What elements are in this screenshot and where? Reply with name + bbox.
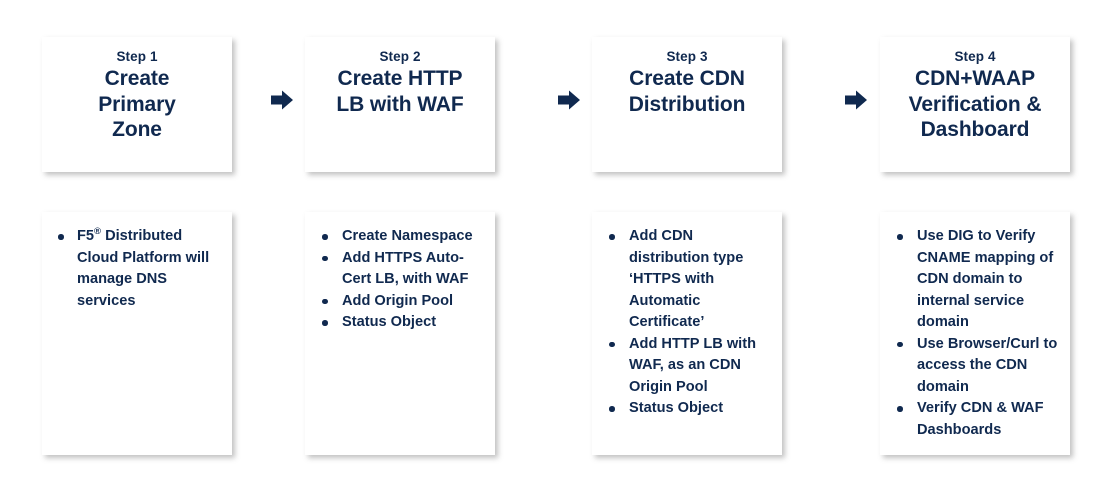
registered-trademark-icon: ® — [94, 226, 102, 238]
bullet-dot-icon — [609, 234, 615, 240]
list-item: Add CDN distribution type ‘HTTPS with Au… — [598, 226, 776, 334]
step-title-line: Create — [104, 67, 170, 90]
list-item: Add HTTPS Auto-Cert LB, with WAF — [311, 248, 489, 291]
step-header-card-2: Step 2 Create HTTP LB with WAF — [305, 37, 495, 172]
bullet-dot-icon — [609, 406, 615, 412]
bullet-dot-icon — [322, 255, 328, 261]
step-bullet-list-4: Use DIG to Verify CNAME mapping of CDN d… — [886, 226, 1064, 441]
bullet-text: Add CDN distribution type ‘HTTPS with Au… — [629, 228, 744, 330]
step-title-line: Dashboard — [920, 118, 1030, 141]
step-label-3: Step 3 — [666, 49, 708, 64]
bullet-text: Use Browser/Curl to access the CDN domai… — [917, 335, 1058, 395]
step-label-4: Step 4 — [954, 49, 996, 64]
bullet-dot-icon — [58, 234, 64, 240]
step-title-line: LB with WAF — [336, 92, 464, 116]
bullet-dot-icon — [322, 320, 328, 326]
list-item: Use DIG to Verify CNAME mapping of CDN d… — [886, 226, 1064, 334]
step-header-card-1: Step 1 Create Primary Zone — [42, 37, 232, 172]
bullet-text-prefix: F5 — [77, 228, 95, 244]
bullet-text: Use DIG to Verify CNAME mapping of CDN d… — [917, 228, 1054, 330]
bullet-dot-icon — [609, 341, 615, 347]
bullet-text: Add HTTP LB with WAF, as an CDN Origin P… — [629, 335, 757, 395]
step-label-1: Step 1 — [116, 49, 158, 64]
bullet-text: Create Namespace — [342, 228, 473, 244]
step-body-card-2: Create Namespace Add HTTPS Auto-Cert LB,… — [305, 212, 495, 455]
list-item: Add Origin Pool — [311, 291, 489, 313]
step-header-card-4: Step 4 CDN+WAAP Verification & Dashboard — [880, 37, 1070, 172]
step-title-line: Create HTTP — [337, 67, 463, 90]
step-title-2: Create HTTP LB with WAF — [309, 66, 491, 117]
step-title-line: Create CDN — [629, 67, 745, 90]
step-header-card-3: Step 3 Create CDN Distribution — [592, 37, 782, 172]
list-item: Status Object — [311, 312, 489, 334]
step-title-1: Create Primary Zone — [46, 66, 228, 143]
list-item: Verify CDN & WAF Dashboards — [886, 398, 1064, 441]
bullet-text: Verify CDN & WAF Dashboards — [917, 400, 1044, 438]
list-item: F5® Distributed Cloud Platform will mana… — [48, 226, 226, 312]
bullet-text: Status Object — [342, 314, 437, 330]
bullet-dot-icon — [897, 406, 903, 412]
bullet-text: Add HTTPS Auto-Cert LB, with WAF — [342, 249, 469, 288]
list-item: Status Object — [598, 398, 776, 420]
step-title-line: CDN+WAAP — [915, 67, 1035, 90]
bullet-text: Add Origin Pool — [342, 292, 454, 309]
step-bullet-list-2: Create Namespace Add HTTPS Auto-Cert LB,… — [311, 226, 489, 334]
right-arrow-icon-2 — [556, 87, 582, 113]
step-body-card-3: Add CDN distribution type ‘HTTPS with Au… — [592, 212, 782, 455]
bullet-text-rest: Distributed Cloud Platform will manage D… — [77, 228, 210, 309]
step-title-line: Verification & — [908, 92, 1042, 116]
bullet-dot-icon — [897, 234, 903, 240]
step-title-line: Distribution — [628, 92, 746, 116]
bullet-text: Status Object — [629, 400, 724, 416]
step-title-line: Zone — [112, 118, 162, 141]
step-body-card-1: F5® Distributed Cloud Platform will mana… — [42, 212, 232, 455]
step-body-card-4: Use DIG to Verify CNAME mapping of CDN d… — [880, 212, 1070, 455]
right-arrow-icon-3 — [843, 87, 869, 113]
step-title-4: CDN+WAAP Verification & Dashboard — [884, 66, 1066, 143]
bullet-dot-icon — [322, 234, 328, 240]
step-title-line: Primary — [98, 92, 176, 116]
step-title-3: Create CDN Distribution — [596, 66, 778, 117]
step-label-2: Step 2 — [379, 49, 421, 64]
step-bullet-list-1: F5® Distributed Cloud Platform will mana… — [48, 226, 226, 312]
list-item: Use Browser/Curl to access the CDN domai… — [886, 334, 1064, 399]
list-item: Add HTTP LB with WAF, as an CDN Origin P… — [598, 334, 776, 399]
step-bullet-list-3: Add CDN distribution type ‘HTTPS with Au… — [598, 226, 776, 420]
bullet-dot-icon — [897, 341, 903, 347]
right-arrow-icon-1 — [269, 87, 295, 113]
list-item: Create Namespace — [311, 226, 489, 248]
bullet-dot-icon — [322, 298, 328, 304]
